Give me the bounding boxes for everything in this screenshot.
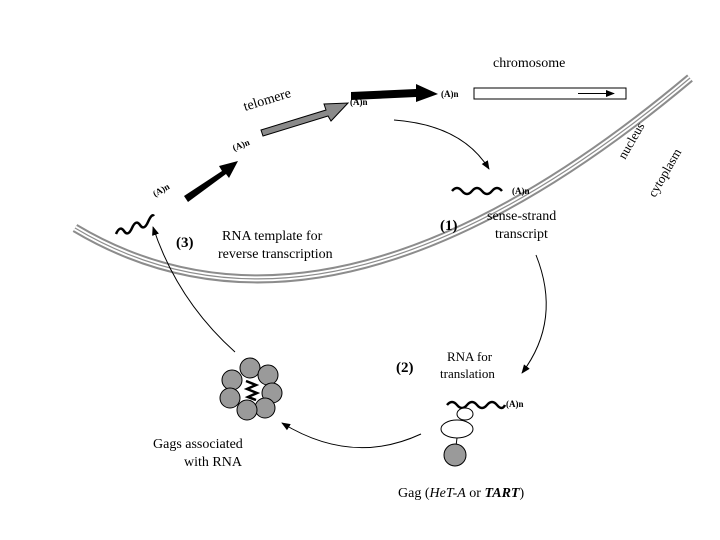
rna-wavy-line-translation bbox=[446, 400, 507, 410]
polyA-tail-label: (A)n bbox=[151, 181, 171, 198]
chromosome-bar bbox=[473, 87, 627, 100]
rna-wavy-line-template bbox=[114, 214, 156, 235]
polyA-tail-label: (A)n bbox=[441, 89, 459, 99]
gag-protein-icon bbox=[443, 443, 467, 467]
element-black-top bbox=[351, 84, 438, 102]
step-2-label-line2: translation bbox=[440, 366, 495, 381]
nuclear-membrane bbox=[72, 74, 693, 284]
cytoplasm-label: cytoplasm bbox=[645, 146, 685, 200]
polyA-tail-label: (A)n bbox=[506, 399, 524, 409]
step-2-label-line1: RNA for bbox=[447, 349, 493, 364]
element-gray-middle bbox=[260, 102, 350, 137]
telomere-label: telomere bbox=[242, 86, 293, 115]
arrow-assembly bbox=[281, 422, 422, 449]
step-3-number: (3) bbox=[176, 235, 194, 251]
step-3-label-line2: reverse transcription bbox=[218, 247, 333, 262]
step-3-label-line1: RNA template for bbox=[222, 229, 323, 244]
step-2-number: (2) bbox=[396, 360, 414, 376]
gag-protein-label: Gag (HeT-A or TART) bbox=[398, 486, 524, 501]
arrow-transcription bbox=[393, 119, 490, 170]
step-1-label-line1: sense-strand bbox=[487, 209, 556, 224]
ribosome-icon bbox=[440, 407, 474, 439]
polyA-tail-label: (A)n bbox=[350, 97, 368, 107]
chromosome-label: chromosome bbox=[493, 56, 565, 71]
element-black-lower bbox=[184, 161, 238, 202]
gag-rna-complex-icon bbox=[219, 357, 283, 421]
gags-label-line2: with RNA bbox=[184, 455, 243, 470]
nucleus-label: nucleus bbox=[615, 120, 648, 162]
gags-label-line1: Gags associated bbox=[153, 437, 243, 452]
step-1-number: (1) bbox=[440, 218, 458, 234]
polyA-tail-label: (A)n bbox=[512, 186, 530, 196]
rna-wavy-line-transcript bbox=[451, 186, 503, 196]
arrow-export bbox=[521, 254, 547, 374]
polyA-tail-label: (A)n bbox=[231, 137, 251, 153]
arrow-import bbox=[152, 226, 236, 353]
rna-in-complex bbox=[243, 379, 261, 402]
step-1-label-line2: transcript bbox=[495, 227, 548, 242]
